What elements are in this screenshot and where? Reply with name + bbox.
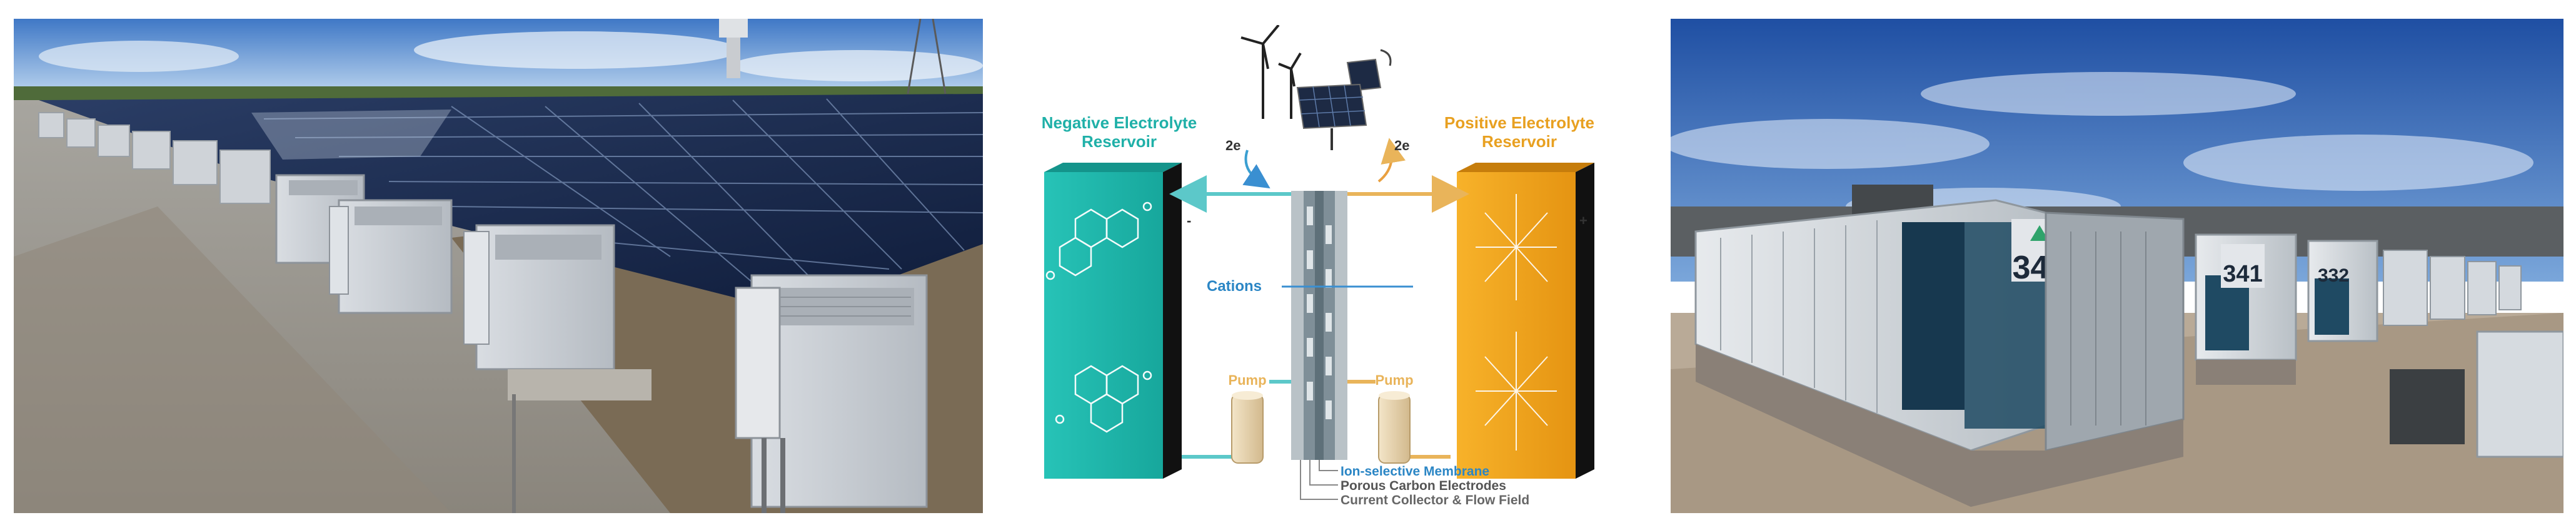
minus-sign: - bbox=[1187, 213, 1191, 228]
battery-storage-photo: 342 341 332 bbox=[1671, 19, 2563, 513]
cations-label: Cations bbox=[1207, 278, 1262, 295]
electron-right-label: 2e bbox=[1394, 138, 1409, 153]
legend-collector: Current Collector & Flow Field bbox=[1341, 493, 1529, 507]
pump-right bbox=[1378, 391, 1411, 464]
solar-farm-photo bbox=[14, 19, 983, 513]
solar-panel-icon bbox=[1296, 49, 1392, 150]
battery-cabinet bbox=[463, 224, 652, 400]
negative-reservoir bbox=[1044, 163, 1182, 479]
positive-reservoir-label: Positive Electrolyte bbox=[1444, 113, 1594, 132]
battery-cabinet bbox=[735, 274, 928, 513]
pump-right-label: Pump bbox=[1375, 372, 1413, 388]
flow-battery-diagram: 2e 2e Negative Electrolyte Reservoir Pos… bbox=[1038, 25, 1632, 513]
unit-number-332: 332 bbox=[2318, 265, 2349, 286]
legend-membrane: Ion-selective Membrane bbox=[1341, 464, 1489, 479]
battery-cabinet bbox=[329, 199, 453, 314]
battery-unit-341: 341 bbox=[2195, 233, 2297, 385]
solar-panel-row bbox=[39, 94, 983, 313]
pump-left bbox=[1231, 391, 1264, 464]
battery-unit-342: 342 bbox=[1694, 199, 2185, 507]
battery-unit-332: 332 bbox=[2307, 240, 2378, 342]
pump-left-label: Pump bbox=[1228, 372, 1266, 388]
cell-stack bbox=[1291, 191, 1347, 460]
negative-reservoir-label: Negative Electrolyte bbox=[1042, 113, 1197, 132]
electron-left-label: 2e bbox=[1225, 138, 1240, 153]
positive-reservoir-label-2: Reservoir bbox=[1482, 132, 1557, 151]
positive-reservoir bbox=[1457, 163, 1594, 479]
wind-turbine-icon bbox=[1240, 25, 1302, 119]
plus-sign: + bbox=[1579, 213, 1587, 228]
legend-electrodes: Porous Carbon Electrodes bbox=[1341, 479, 1506, 493]
unit-number-341: 341 bbox=[2223, 261, 2262, 287]
negative-reservoir-label-2: Reservoir bbox=[1082, 132, 1157, 151]
